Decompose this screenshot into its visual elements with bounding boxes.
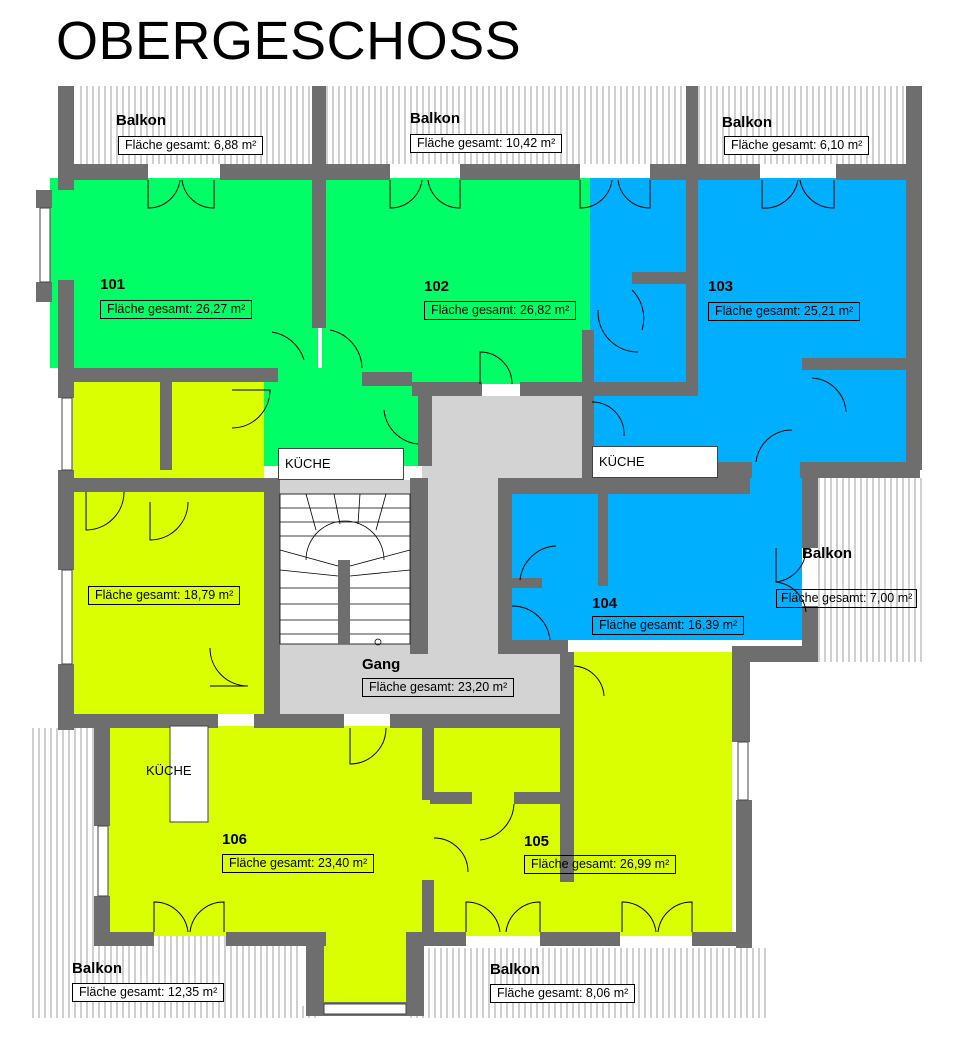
room-left-area: Fläche gesamt: 18,79 m²: [88, 586, 241, 605]
balcony-area: Fläche gesamt: 7,00 m²: [776, 589, 918, 608]
corridor-name: Gang: [362, 656, 401, 673]
kitchen-label: KÜCHE: [592, 446, 718, 478]
room-104-fill: [510, 490, 802, 640]
kitchen-label: KÜCHE: [278, 448, 404, 480]
balcony-area: Fläche gesamt: 8,06 m²: [490, 984, 636, 1003]
room-101-area: Fläche gesamt: 26,27 m²: [100, 300, 253, 319]
room-102-number: 102: [424, 278, 450, 295]
balcony-area: Fläche gesamt: 12,35 m²: [72, 983, 225, 1002]
room-101-number: 101: [100, 276, 126, 293]
balcony-area: Fläche gesamt: 10,42 m²: [410, 134, 563, 153]
windows: [39, 207, 749, 1015]
balcony-area: Fläche gesamt: 6,88 m²: [118, 136, 264, 155]
staircase: [279, 493, 411, 646]
room-105-number: 105: [524, 833, 550, 850]
balcony-name: Balkon: [802, 545, 853, 562]
walls: [36, 86, 922, 1016]
balcony-bottom-right: [410, 948, 768, 1018]
balcony-name: Balkon: [116, 112, 167, 129]
balcony-name: Balkon: [410, 110, 461, 127]
room-104-area: Fläche gesamt: 16,39 m²: [592, 616, 745, 635]
corridor-area: Fläche gesamt: 23,20 m²: [362, 678, 515, 697]
room-101-fill: [50, 178, 318, 368]
room-105-area: Fläche gesamt: 26,99 m²: [524, 855, 677, 874]
kitchen-label: KÜCHE: [146, 763, 192, 778]
room-103-number: 103: [708, 278, 734, 295]
room-106-bay-fill: [322, 930, 410, 1004]
balcony-name: Balkon: [722, 114, 773, 131]
room-102-area: Fläche gesamt: 26,82 m²: [424, 301, 577, 320]
balcony-name: Balkon: [490, 961, 541, 978]
balcony-area: Fläche gesamt: 6,10 m²: [724, 136, 870, 155]
room-103-fill: [590, 178, 908, 468]
kitchen-counter: [169, 725, 209, 823]
room-106-fill: [108, 726, 434, 936]
balcony-right: [818, 478, 922, 662]
balcony-name: Balkon: [72, 960, 123, 977]
doors: [85, 179, 847, 933]
room-106-number: 106: [222, 831, 248, 848]
room-104-number: 104: [592, 595, 618, 612]
page-title: OBERGESCHOSS: [56, 11, 522, 71]
room-106-area: Fläche gesamt: 23,40 m²: [222, 854, 375, 873]
room-103-area: Fläche gesamt: 25,21 m²: [708, 302, 861, 321]
